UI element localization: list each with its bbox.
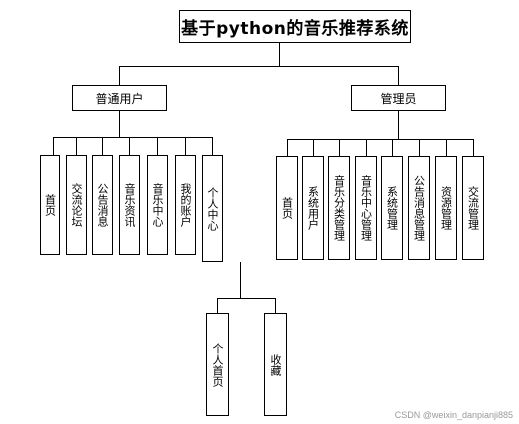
watermark: CSDN @weixin_danpianji885 (394, 410, 513, 420)
personal-center-child-node: 收藏 (264, 313, 287, 416)
admin-child-node: 系统用户 (302, 156, 324, 260)
admin-child-node: 音乐分类管理 (328, 156, 350, 260)
leaf-label: 系统用户 (306, 186, 320, 230)
regular-user-child-node: 首页 (40, 155, 60, 255)
regular-user-child-node: 交流论坛 (66, 155, 87, 255)
admin-node: 管理员 (351, 85, 446, 111)
leaf-label: 收藏 (269, 353, 282, 376)
leaf-label: 音乐中心 (151, 183, 164, 227)
leaf-label: 交流管理 (466, 186, 480, 230)
admin-child-node: 首页 (276, 156, 298, 260)
personal-center-child-node: 个人首页 (206, 313, 229, 416)
regular-user-label: 普通用户 (95, 91, 144, 106)
regular-user-child-node: 公告消息 (92, 155, 113, 255)
leaf-label: 我的账户 (179, 183, 192, 227)
leaf-label: 个人首页 (211, 342, 224, 387)
regular-user-child-node: 音乐资讯 (119, 155, 140, 255)
leaf-label: 音乐资讯 (123, 183, 136, 227)
root-node: 基于python的音乐推荐系统 (179, 10, 411, 43)
admin-child-node: 公告消息管理 (408, 156, 430, 260)
admin-child-node: 系统管理 (381, 156, 403, 260)
admin-child-node: 音乐中心管理 (355, 156, 377, 260)
regular-user-child-node: 我的账户 (175, 155, 196, 255)
leaf-label: 个人中心 (206, 186, 219, 231)
leaf-label: 公告消息管理 (412, 175, 426, 241)
leaf-label: 首页 (280, 197, 294, 219)
leaf-label: 交流论坛 (70, 183, 83, 227)
admin-child-node: 交流管理 (462, 156, 484, 260)
admin-child-node: 资源管理 (435, 156, 457, 260)
regular-user-child-node: 音乐中心 (147, 155, 168, 255)
leaf-label: 音乐分类管理 (332, 175, 346, 241)
root-label: 基于python的音乐推荐系统 (181, 19, 409, 39)
leaf-label: 资源管理 (439, 186, 453, 230)
leaf-label: 音乐中心管理 (359, 175, 373, 241)
regular-user-node: 普通用户 (72, 85, 167, 111)
regular-user-child-node: 个人中心 (202, 155, 223, 262)
leaf-label: 公告消息 (96, 183, 109, 227)
leaf-label: 首页 (43, 194, 57, 216)
leaf-label: 系统管理 (385, 186, 399, 230)
admin-label: 管理员 (380, 91, 417, 106)
